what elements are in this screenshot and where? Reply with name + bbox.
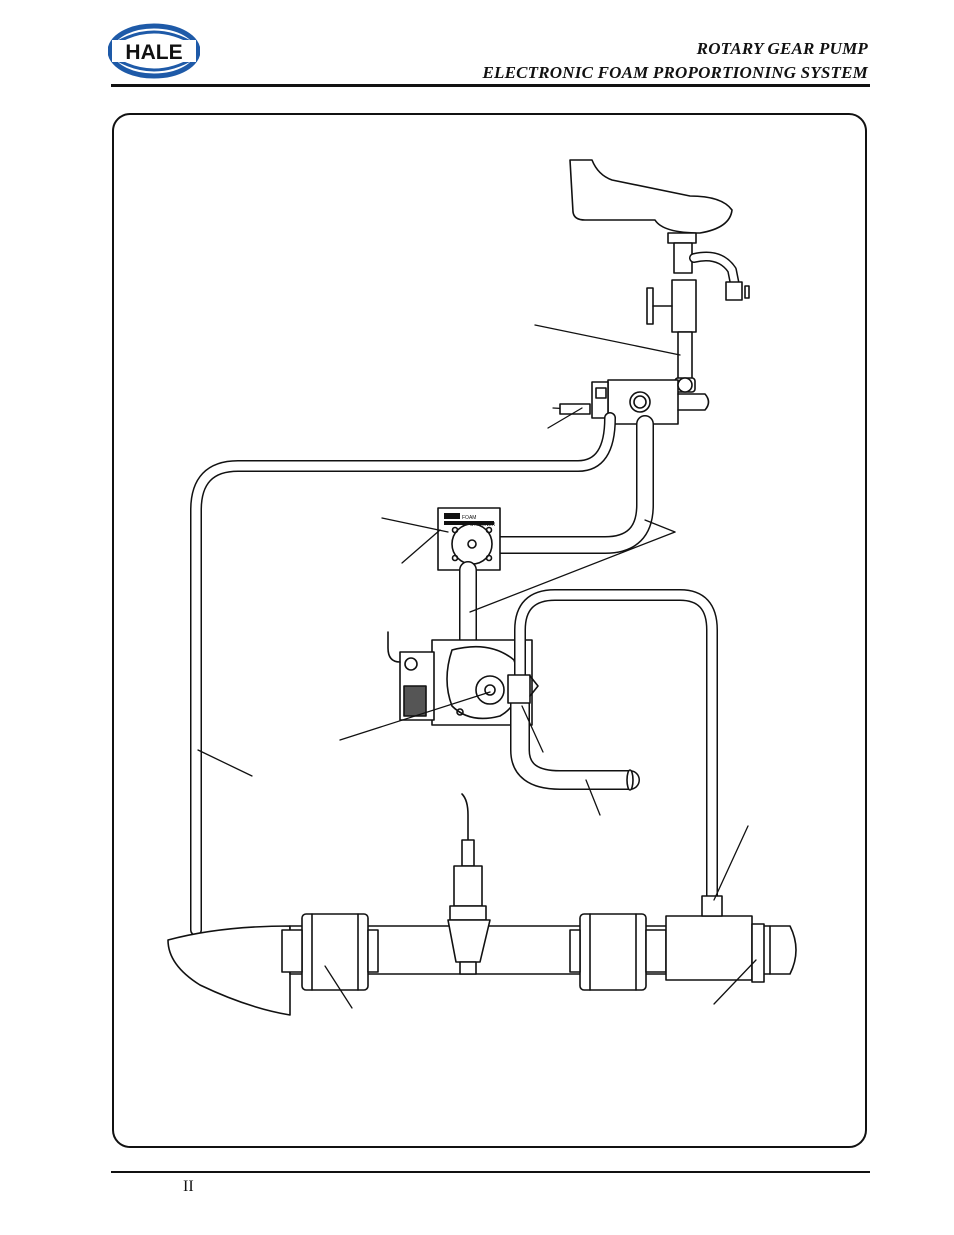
strainer-label-1: FOAM (462, 515, 476, 521)
tank-shutoff-valve (646, 251, 750, 333)
discharge-manifold (167, 895, 797, 1016)
footer-rule (111, 1171, 870, 1173)
foam-strainer: FOAM STRAINER (437, 507, 501, 571)
figure-frame (112, 113, 867, 1148)
foam-supply-line (491, 415, 654, 554)
hale-logo: HALE (108, 23, 200, 79)
header-rule (111, 84, 870, 87)
flush-line (190, 412, 616, 936)
page-number: II (183, 1178, 194, 1195)
return-line (507, 674, 640, 791)
title-line-2: ELECTRONIC FOAM PROPORTIONING SYSTEM (482, 63, 868, 82)
callout-leaders (197, 324, 757, 1009)
foam-discharge-line (514, 589, 718, 906)
flowmeter-sensor (447, 793, 491, 975)
strainer-label-2: STRAINER (470, 522, 496, 528)
document-title: ROTARY GEAR PUMP ELECTRONIC FOAM PROPORT… (482, 37, 868, 85)
selector-valve-block (552, 377, 710, 425)
logo-text: HALE (125, 41, 182, 64)
title-line-1: ROTARY GEAR PUMP (696, 39, 868, 58)
